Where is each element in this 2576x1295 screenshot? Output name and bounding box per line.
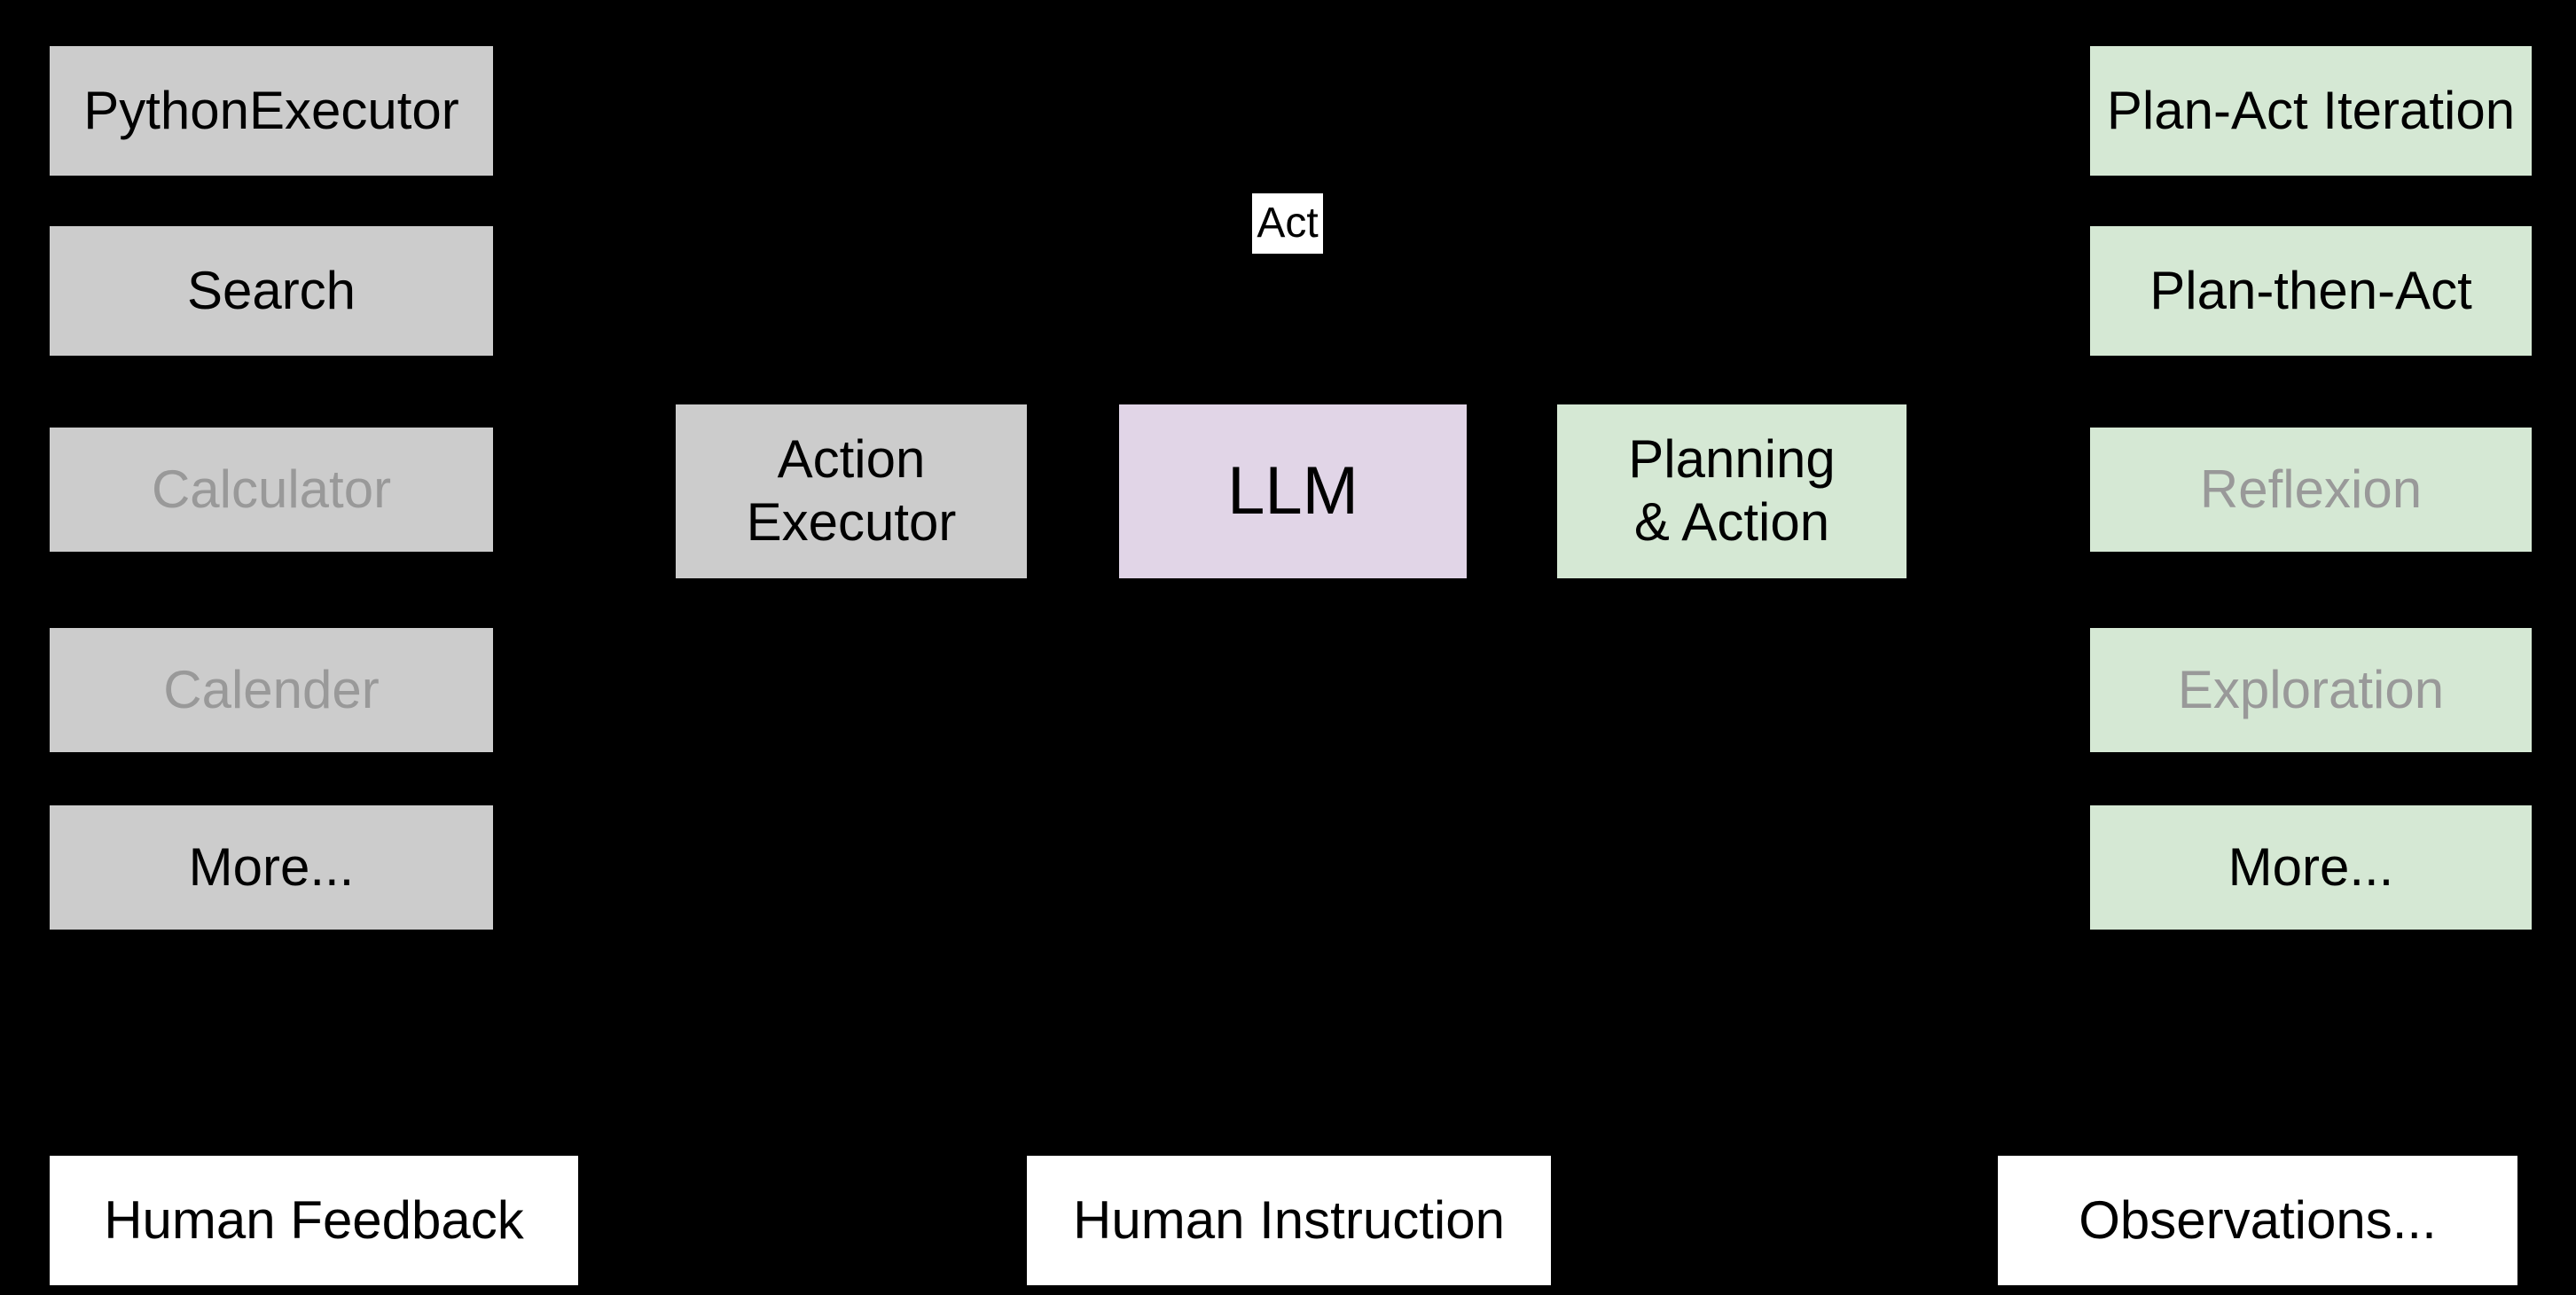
- tool-box-search: Search: [50, 226, 493, 356]
- action-executor-box: Action Executor: [676, 404, 1027, 578]
- observations-box: Observations...: [1998, 1156, 2517, 1285]
- tool-box-calender: Calender: [50, 628, 493, 752]
- strategy-box-plan-then-act: Plan-then-Act: [2090, 226, 2532, 356]
- human-feedback-box: Human Feedback: [50, 1156, 578, 1285]
- strategy-box-exploration: Exploration: [2090, 628, 2532, 752]
- planning-and-action-box: Planning & Action: [1557, 404, 1907, 578]
- act-edge-label: Act: [1252, 193, 1323, 254]
- tool-box-python-executor: PythonExecutor: [50, 46, 493, 176]
- strategy-box-plan-act-iteration: Plan-Act Iteration: [2090, 46, 2532, 176]
- tool-box-more: More...: [50, 805, 493, 930]
- strategy-box-reflexion: Reflexion: [2090, 428, 2532, 552]
- tool-box-calculator: Calculator: [50, 428, 493, 552]
- llm-box: LLM: [1119, 404, 1467, 578]
- human-instruction-box: Human Instruction: [1027, 1156, 1551, 1285]
- strategy-box-more: More...: [2090, 805, 2532, 930]
